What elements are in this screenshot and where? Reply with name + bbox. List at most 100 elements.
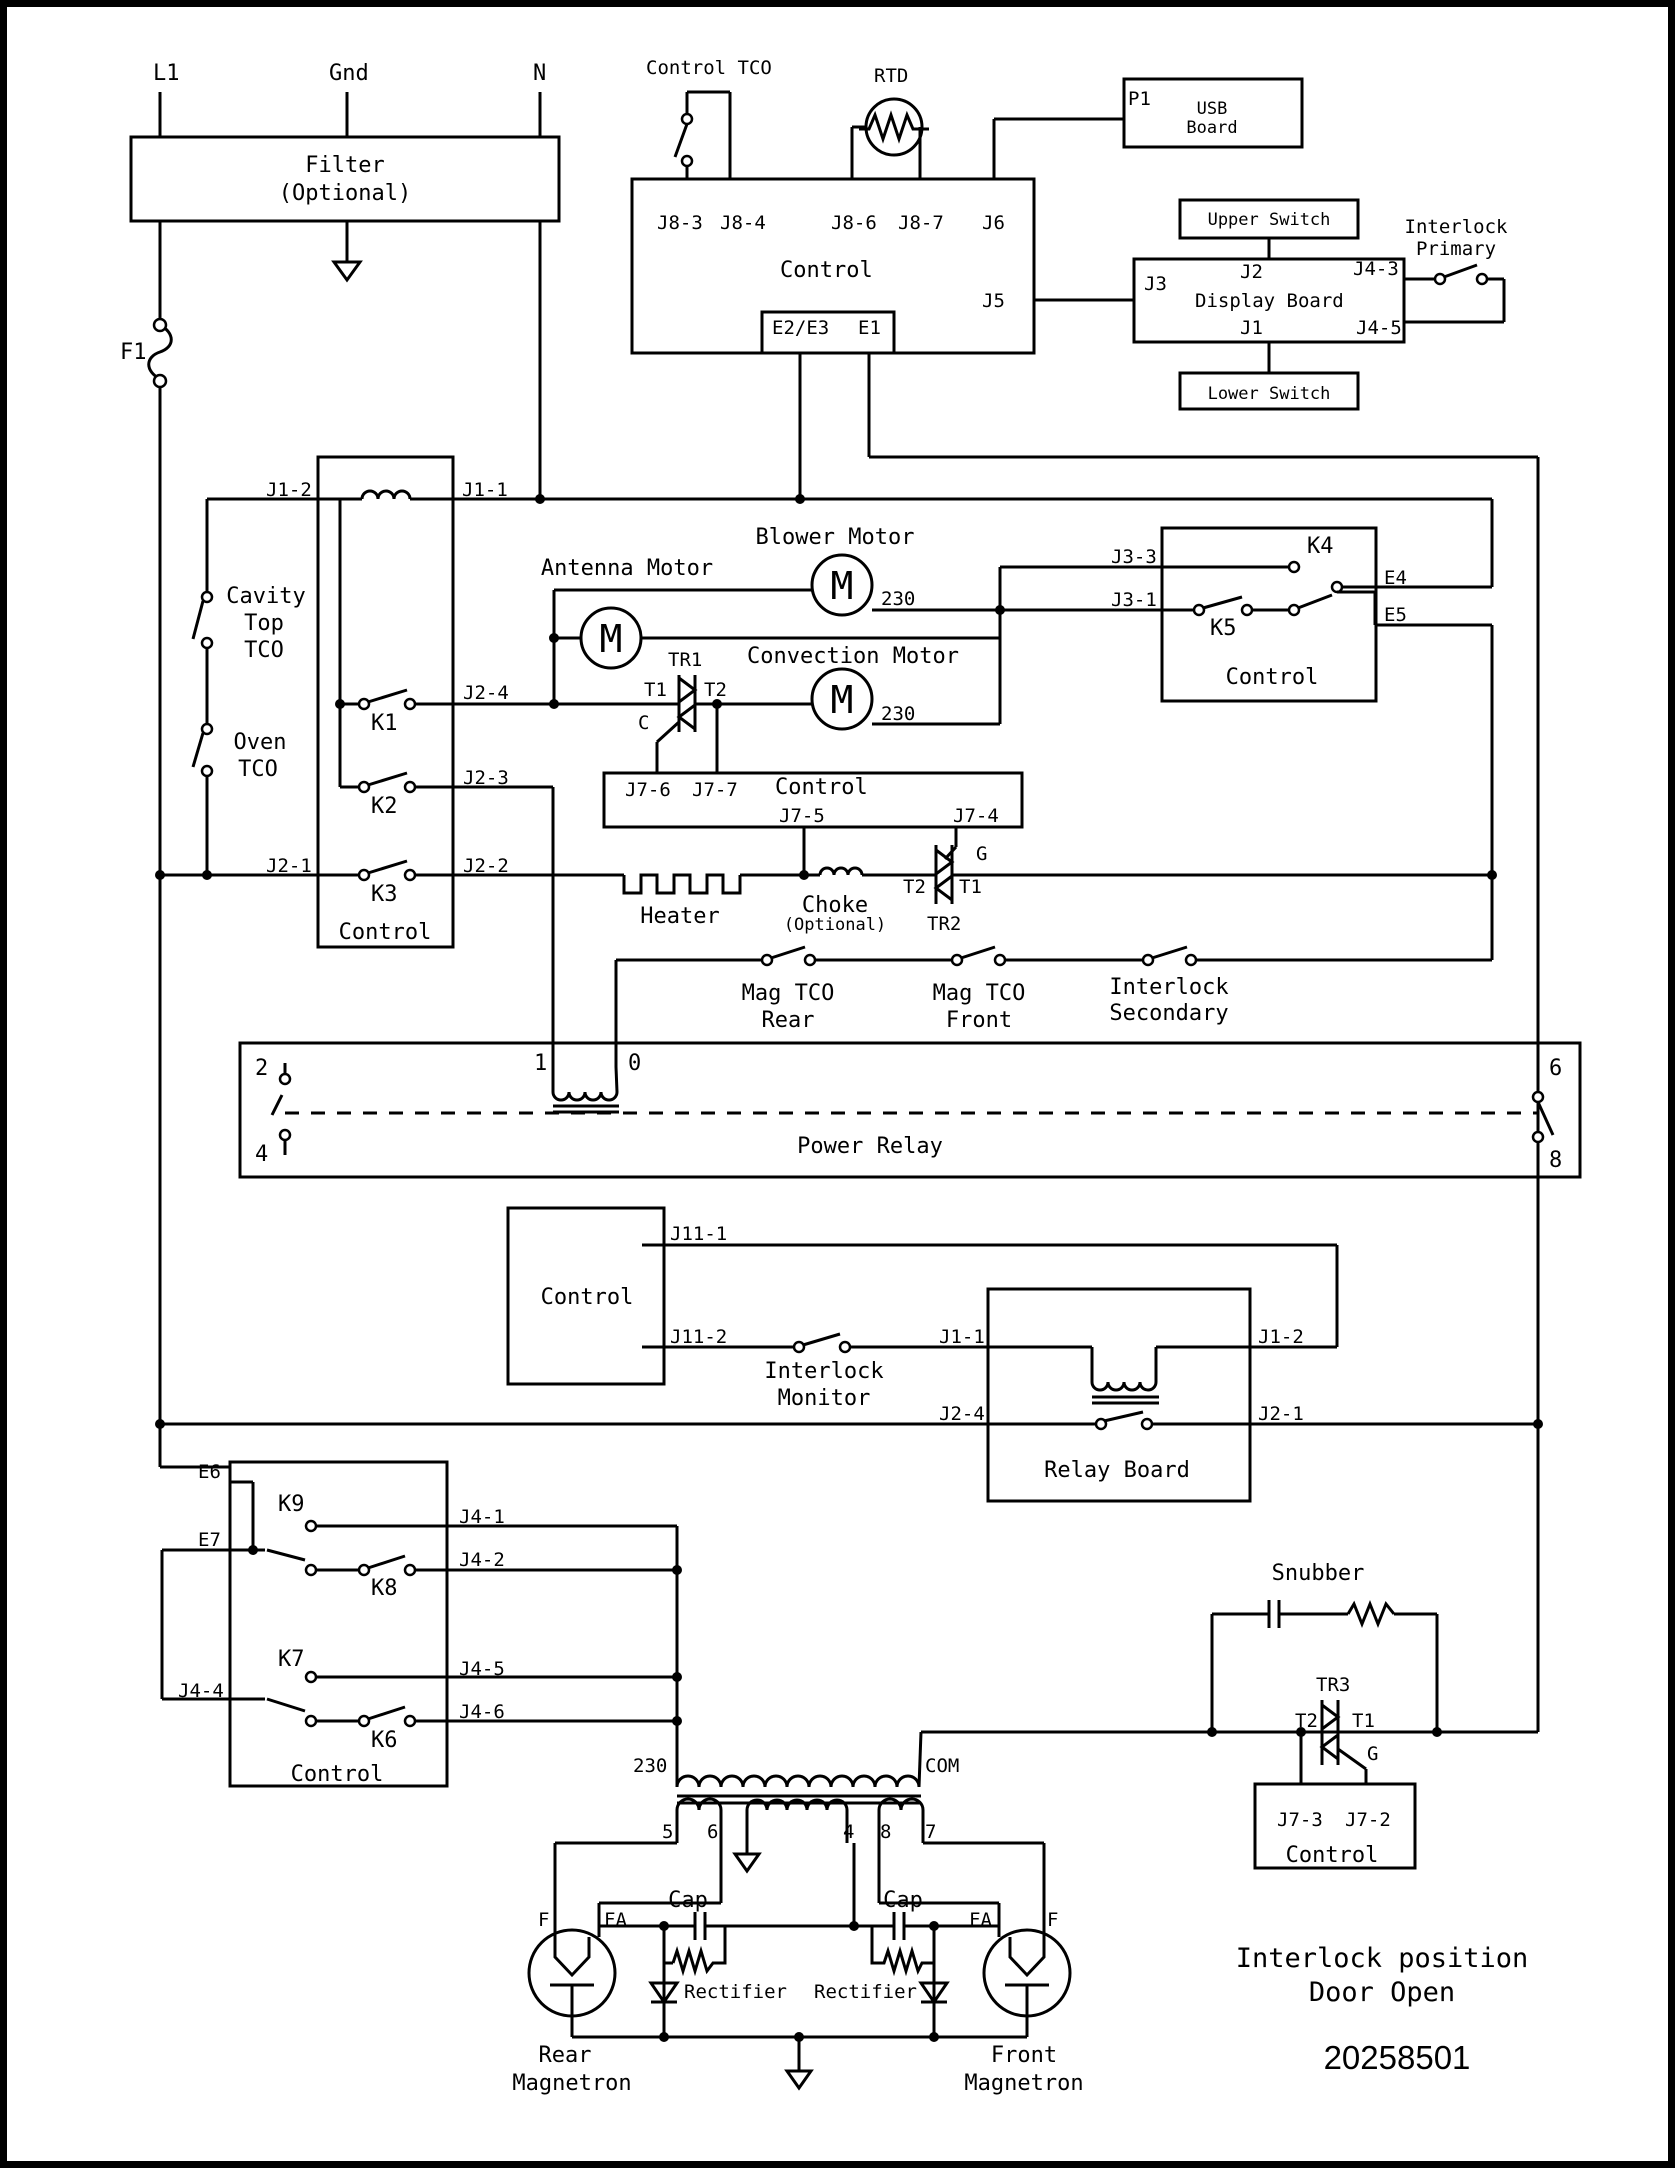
gnd-label: Gnd — [329, 61, 369, 86]
l1-label: L1 — [153, 61, 180, 86]
display-board-title: Display Board — [1195, 290, 1344, 312]
rear-resistor — [671, 1945, 727, 1977]
upper-switch-label: Upper Switch — [1208, 210, 1331, 230]
pin-j2-3: J2-3 — [463, 767, 509, 789]
mag-tco-front-label-1: Mag TCO — [933, 981, 1026, 1006]
transformer-230: 230 — [633, 1755, 667, 1777]
relay-k2-label: K2 — [371, 794, 398, 819]
mid-control-box — [602, 771, 1024, 829]
pin-j11-2: J11-2 — [670, 1326, 727, 1348]
tr1-c: C — [638, 712, 649, 734]
snubber-label: Snubber — [1272, 1561, 1365, 1586]
pin-e5: E5 — [1384, 604, 1407, 626]
transformer-com: COM — [925, 1755, 959, 1777]
mag-tco-front-label-2: Front — [946, 1008, 1012, 1033]
relay-k1-label: K1 — [371, 711, 398, 736]
pin-j6: J6 — [982, 212, 1005, 234]
power-relay-pin-6: 6 — [1549, 1056, 1562, 1081]
transformer-filament — [745, 1798, 849, 1843]
filter-box — [129, 135, 561, 223]
pin-j8-6: J8-6 — [831, 212, 877, 234]
cavity-tco-label-3: TCO — [244, 638, 284, 663]
tap-7: 7 — [925, 1821, 936, 1843]
interlock-primary-label-1: Interlock — [1405, 216, 1509, 238]
interlock-primary-label-2: Primary — [1416, 238, 1496, 260]
snubber-control-title: Control — [1286, 1843, 1379, 1868]
power-relay-pin-1: 1 — [534, 1051, 547, 1076]
cap-rear-label: Cap — [668, 1888, 708, 1913]
power-relay-pin-4: 4 — [255, 1142, 268, 1167]
pin-j8-3: J8-3 — [657, 212, 703, 234]
relay-k6-label: K6 — [371, 1728, 398, 1753]
pin-j7-4: J7-4 — [953, 805, 999, 827]
rear-magnetron-label-1: Rear — [539, 2043, 592, 2068]
pin-e4: E4 — [1384, 567, 1407, 589]
pin-j4-2: J4-2 — [459, 1549, 505, 1571]
usb-board-label: Board — [1186, 118, 1237, 138]
tap-6: 6 — [707, 1821, 718, 1843]
mag-tco-rear-label-2: Rear — [762, 1008, 815, 1033]
tr3-t2: T2 — [1295, 1710, 1318, 1732]
fuse-symbol — [147, 323, 173, 381]
blower-motor-230: 230 — [881, 588, 915, 610]
ground-symbol — [331, 260, 363, 283]
cavity-tco-label-2: Top — [244, 611, 284, 636]
front-fa-label: FA — [969, 1909, 992, 1931]
ground-symbol-bottom — [784, 2069, 814, 2091]
front-f-label: F — [1047, 1909, 1058, 1931]
monitor-control-box — [506, 1206, 666, 1386]
mag-control-title: Control — [291, 1762, 384, 1787]
power-relay-title: Power Relay — [797, 1134, 943, 1159]
tr2-label: TR2 — [927, 913, 961, 935]
relay-control-title: Control — [339, 920, 432, 945]
pin-j8-4: J8-4 — [720, 212, 766, 234]
tr2-t2: T2 — [903, 876, 926, 898]
tap-8: 8 — [880, 1821, 891, 1843]
pin-j2-1-relay: J2-1 — [1258, 1403, 1304, 1425]
front-rectifier-label: Rectifier — [814, 1981, 917, 2003]
transformer-secondary-rear — [675, 1797, 723, 1843]
pin-j7-6: J7-6 — [625, 779, 671, 801]
front-magnetron-label-2: Magnetron — [964, 2071, 1083, 2096]
snubber-resistor — [1346, 1599, 1396, 1629]
pin-j7-7: J7-7 — [692, 779, 738, 801]
transformer-secondary-front — [877, 1797, 925, 1843]
mag-control-box — [228, 1460, 449, 1788]
interlock-monitor-label-2: Monitor — [778, 1386, 871, 1411]
oven-tco-label-1: Oven — [234, 730, 287, 755]
heater-label: Heater — [640, 904, 719, 929]
rear-f-label: F — [538, 1909, 549, 1931]
pin-j4-4: J4-4 — [178, 1680, 224, 1702]
power-relay-coil — [551, 1091, 619, 1102]
blower-motor-label: Blower Motor — [756, 525, 915, 550]
transformer-primary — [675, 1774, 921, 1788]
caption-line-2: Door Open — [1308, 1977, 1456, 2008]
pin-j8-7: J8-7 — [898, 212, 944, 234]
usb-pin-p1: P1 — [1128, 88, 1151, 110]
monitor-control-title: Control — [541, 1285, 634, 1310]
display-pin-j2: J2 — [1240, 261, 1263, 283]
lower-switch-box — [1178, 371, 1360, 411]
relay-k5-label: K5 — [1210, 616, 1237, 641]
lower-switch-label: Lower Switch — [1208, 384, 1331, 404]
k-control-title: Control — [1226, 665, 1319, 690]
pin-e7: E7 — [198, 1529, 221, 1551]
pin-e2e3: E2/E3 — [772, 317, 829, 339]
pin-j4-1: J4-1 — [459, 1506, 505, 1528]
rear-rectifier-label: Rectifier — [684, 1981, 787, 2003]
front-rectifier-diode — [918, 1981, 950, 2005]
heater-symbol — [622, 873, 742, 895]
blower-motor-symbol — [810, 553, 874, 617]
tap-5: 5 — [662, 1821, 673, 1843]
relay-board-coil — [1090, 1381, 1158, 1392]
convection-motor-m: M — [831, 678, 854, 722]
pin-e6: E6 — [198, 1461, 221, 1483]
pin-j7-3: J7-3 — [1277, 1809, 1323, 1831]
pin-j1-2-relay: J1-2 — [1258, 1326, 1304, 1348]
tap-4: 4 — [843, 1821, 854, 1843]
tr3-g: G — [1367, 1743, 1378, 1765]
rtd-label: RTD — [874, 65, 908, 87]
tr2-g: G — [976, 843, 987, 865]
relay-board-box — [986, 1287, 1252, 1503]
display-pin-j4-3: J4-3 — [1353, 258, 1399, 280]
